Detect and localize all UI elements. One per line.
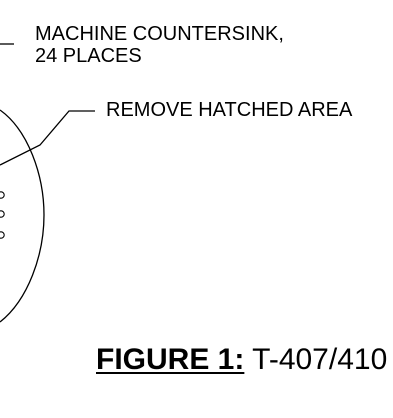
countersink-hole xyxy=(0,231,5,239)
countersink-note: MACHINE COUNTERSINK, 24 PLACES xyxy=(35,23,284,67)
remove-hatched-area-note: REMOVE HATCHED AREA xyxy=(106,99,353,121)
part-outline-arc xyxy=(0,109,45,323)
remove-hatched-leader-line xyxy=(0,110,95,166)
figure-part-number: T-407/410 xyxy=(252,343,388,376)
figure-label: FIGURE 1: xyxy=(96,343,245,376)
countersink-hole xyxy=(0,191,5,199)
figure-caption: FIGURE 1: T-407/410 xyxy=(96,343,387,377)
countersink-hole xyxy=(0,210,5,218)
